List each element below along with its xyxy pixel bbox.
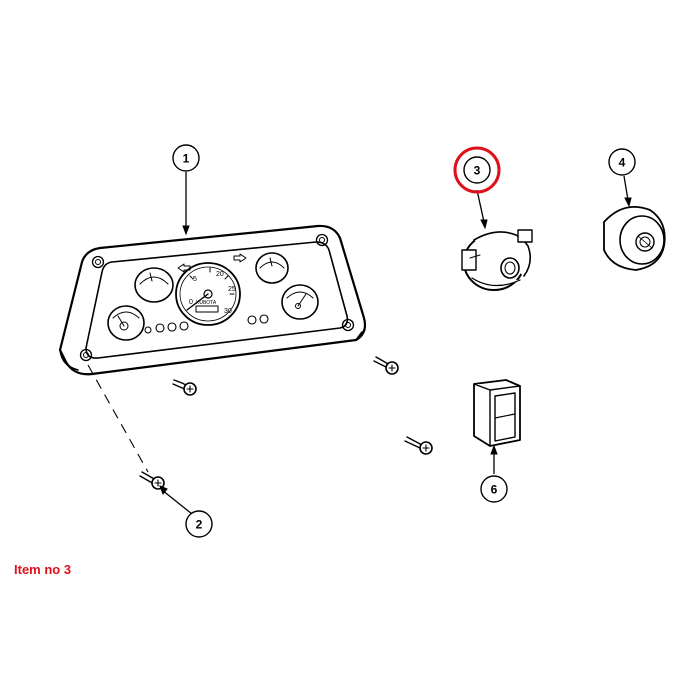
- callout-2[interactable]: 2: [185, 510, 213, 538]
- leader-3: [476, 189, 488, 230]
- push-switch[interactable]: [603, 206, 666, 271]
- gauge-top-left: [134, 267, 174, 303]
- callout-3[interactable]: 3: [453, 146, 501, 194]
- callout-2-label: 2: [196, 518, 203, 532]
- highlight-ring: [453, 146, 501, 194]
- screws: [139, 356, 433, 490]
- gauge-temp: [281, 284, 319, 320]
- assembly-dashed-line: [87, 364, 149, 473]
- ignition-switch[interactable]: [461, 229, 533, 291]
- gauge-top-right: [255, 252, 289, 284]
- screw-a: [172, 379, 197, 396]
- screw-b: [373, 356, 399, 375]
- instrument-cluster[interactable]: [58, 224, 367, 376]
- speedo-tick-0: 0: [189, 299, 193, 306]
- callout-1[interactable]: 1: [172, 144, 200, 172]
- gauge-fuel: [107, 305, 145, 341]
- leader-2: [159, 485, 193, 515]
- right-turn-arrow-icon: [233, 253, 247, 263]
- speedo-tick-20: 20: [216, 271, 224, 278]
- speedometer: [175, 262, 241, 326]
- screw-c: [404, 436, 433, 455]
- callout-6-label: 6: [491, 483, 498, 497]
- callout-4[interactable]: 4: [608, 148, 636, 176]
- leader-6: [490, 444, 498, 474]
- callout-4-label: 4: [619, 156, 626, 170]
- leader-1: [182, 172, 190, 236]
- speedo-tick-25: 25: [228, 286, 236, 293]
- callout-3-label: 3: [474, 164, 481, 178]
- callout-1-label: 1: [183, 152, 190, 166]
- item-caption: Item no 3: [14, 562, 72, 577]
- speedo-tick-30: 30: [224, 308, 232, 315]
- left-turn-arrow-icon: [177, 263, 191, 273]
- callout-6[interactable]: 6: [480, 475, 508, 503]
- speedo-brand: KUBOTA: [196, 300, 217, 306]
- rocker-switch[interactable]: [473, 379, 521, 447]
- leader-4: [623, 175, 632, 208]
- speedo-tick-5: 5: [193, 276, 197, 283]
